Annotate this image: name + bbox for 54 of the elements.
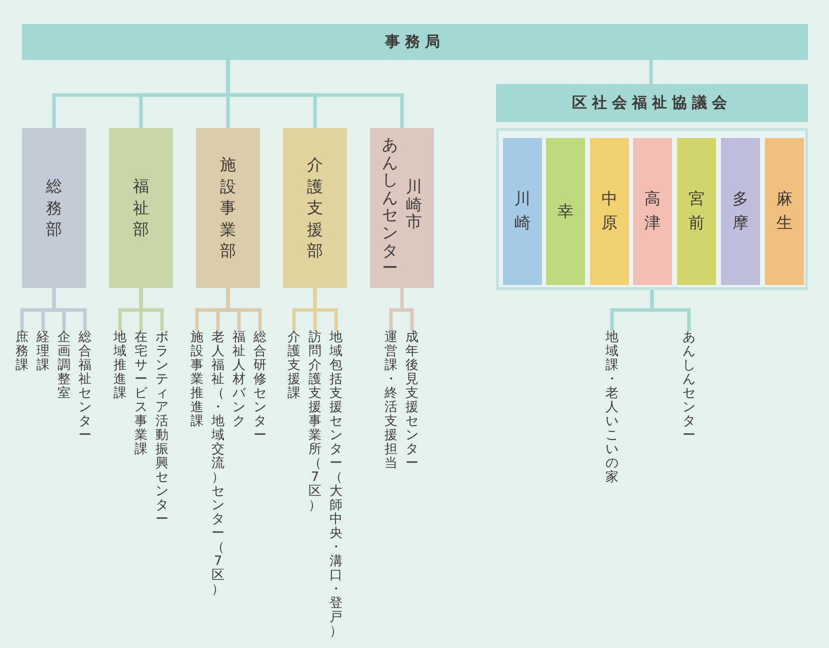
section-label: 庶務課	[15, 331, 29, 373]
connector-line	[313, 288, 338, 331]
department-label: 施設事業部	[220, 154, 236, 262]
connector-line	[139, 288, 164, 331]
department-box	[22, 128, 86, 288]
department-label: 介護支援部	[307, 154, 323, 262]
section-label: 企画調整室	[57, 331, 71, 401]
section-label: ボランティア活動振興センター	[155, 331, 169, 527]
connector-line	[400, 288, 414, 331]
section-label: あんしんセンター	[682, 331, 696, 443]
department-box	[370, 128, 434, 288]
ward-box	[590, 138, 629, 285]
section-label: 在宅サービス事業課	[134, 331, 148, 457]
ward-label: 宮前	[688, 188, 704, 234]
ward-label: 幸	[558, 200, 574, 222]
department-box	[196, 128, 260, 288]
ward-box	[633, 138, 672, 285]
department-label: 福祉部	[133, 176, 149, 240]
connector-line	[650, 290, 691, 331]
department-box	[109, 128, 173, 288]
connector-line	[649, 60, 653, 84]
section-label: 介護支援課	[287, 331, 301, 401]
ward-box	[721, 138, 760, 285]
ward-label: 高津	[644, 188, 660, 234]
ward-box	[503, 138, 542, 285]
section-label: 地域課・老人いこいの家	[605, 331, 619, 485]
header-label: 事務局	[384, 32, 446, 52]
ward-box	[765, 138, 804, 285]
section-label: 福祉人材バンク	[232, 331, 246, 429]
section-label: 経理課	[36, 331, 50, 373]
group-frame	[496, 128, 808, 290]
section-label: 老人福祉（・地域交流）センター（7区）	[211, 331, 225, 597]
ward-box	[677, 138, 716, 285]
department-label: 川崎市	[406, 178, 422, 231]
ward-label: 川崎	[514, 188, 530, 234]
section-label: 地域包括支援センター（大師中央・溝口・登戸）	[329, 331, 343, 639]
connector-line	[226, 288, 262, 331]
department-box	[283, 128, 347, 288]
section-label: 運営課・終活支援担当	[384, 331, 398, 471]
section-label: 施設事業推進課	[190, 331, 204, 429]
section-label: 成年後見支援センター	[405, 331, 419, 471]
ward-box	[546, 138, 585, 285]
section-label: 訪問介護支援事業所（7区）	[308, 331, 322, 513]
section-label: 総合研修センター	[253, 331, 267, 443]
ward-label: 多摩	[732, 188, 748, 234]
section-label: 地域推進課	[113, 331, 127, 401]
ward-label: 麻生	[776, 188, 792, 234]
department-label: あんしんセンター	[382, 136, 398, 277]
header-box	[22, 24, 808, 60]
ward-label: 中原	[602, 188, 618, 234]
header-label: 区社会福祉協議会	[571, 94, 733, 112]
department-label: 総務部	[46, 176, 62, 240]
section-label: 総合福祉センター	[78, 331, 92, 443]
header-box	[496, 84, 808, 122]
